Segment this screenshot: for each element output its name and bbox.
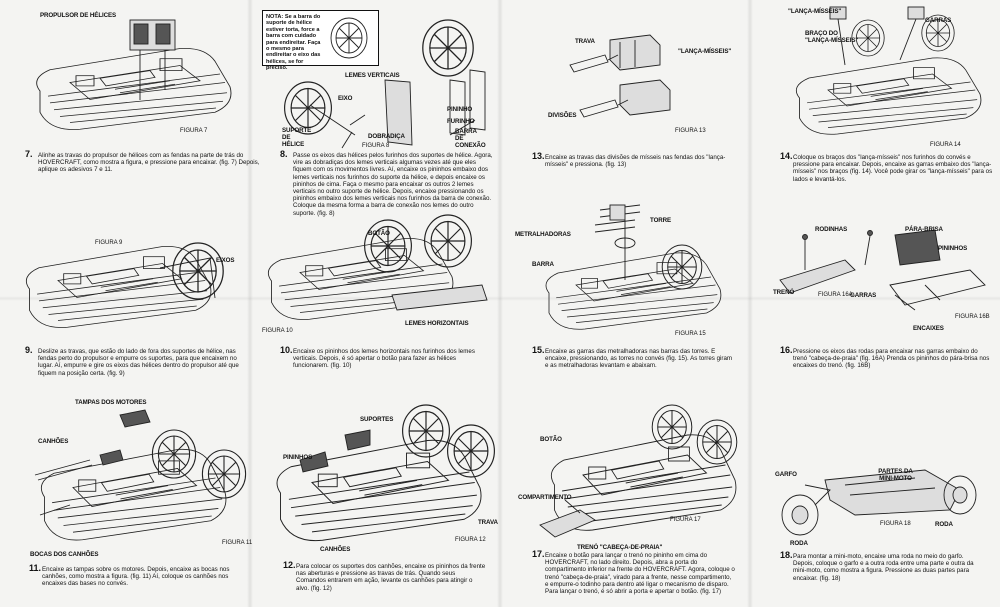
label: TRAVA (575, 38, 595, 45)
hovercraft-figure-15 (545, 204, 722, 330)
label: CANHÕES (320, 546, 351, 553)
label: BARRA DE CONEXÃO (455, 128, 486, 149)
figure-caption: FIGURA 17 (670, 517, 701, 523)
page-fold (247, 0, 253, 607)
step-text: 16.Pressione os eixos das rodas para enc… (780, 345, 990, 370)
label: TORRE (650, 217, 672, 224)
label: TRAVA (478, 519, 498, 526)
label: PARTES DA MINI-MOTO (878, 468, 913, 482)
label: BOCAS DOS CANHÕES (30, 551, 99, 558)
figure-caption: FIGURA 16A (818, 292, 853, 298)
figure-caption: FIGURA 16B (955, 314, 990, 320)
label: BOTÃO (540, 436, 562, 443)
step-text: 12.Para colocar os suportes dos canhões,… (283, 560, 486, 592)
step-text: 13.Encaixe as travas das divisões de mís… (532, 151, 726, 169)
label: EIXOS (216, 257, 235, 264)
label: TRENÓ (773, 289, 795, 296)
hovercraft-figure-11 (34, 409, 247, 541)
page-fold (497, 0, 503, 607)
hovercraft-figure-9 (25, 242, 224, 329)
label: DOBRADIÇA (368, 133, 405, 140)
label: SUPORTES (360, 416, 394, 423)
label: PININHO (447, 106, 473, 113)
label: LEMES HORIZONTAIS (405, 320, 469, 327)
step-text: 14.Coloque os braços dos "lança-mísseis"… (780, 151, 993, 183)
label: RODA (790, 540, 808, 547)
figure-caption: FIGURA 13 (675, 128, 706, 134)
step-text: 15.Encaixe as garras das metralhadoras n… (532, 345, 733, 370)
label: PININHOS (938, 245, 968, 252)
label: GARFO (775, 471, 797, 478)
figure-caption: FIGURA 14 (930, 142, 961, 148)
figure-caption: FIGURA 9 (95, 240, 123, 246)
label: PININHOS (283, 454, 313, 461)
label: GARRAS (925, 17, 952, 24)
figure-caption: FIGURA 11 (222, 540, 253, 546)
step-text: 11.Encaixe as tampas sobre os motores. D… (29, 563, 230, 588)
figure-caption: FIGURA 7 (180, 128, 208, 134)
label: METRALHADORAS (515, 231, 571, 238)
label: LEMES VERTICAIS (345, 72, 400, 79)
label: BRAÇO DO "LANÇA-MÍSSEIS" (805, 30, 859, 44)
page-fold (747, 0, 753, 607)
figure-caption: FIGURA 12 (455, 537, 486, 543)
label: ENCAIXES (913, 325, 944, 332)
step-text: 9.Deslize as travas, que estão do lado d… (25, 345, 239, 377)
label: RODA (935, 521, 953, 528)
step-text: 8.Passe os eixos das hélices pelos furin… (280, 149, 493, 217)
label: FURINHO (447, 118, 475, 125)
figure-caption: FIGURA 18 (880, 521, 911, 527)
label: CANHÕES (38, 438, 69, 445)
step-text: 7.Alinhe as travas do propulsor de hélic… (25, 149, 260, 174)
note-text: NOTA: Se a barra do suporte de hélice es… (266, 14, 321, 72)
label: PÁRA-BRISA (905, 226, 943, 233)
figure-caption: FIGURA 15 (675, 331, 706, 337)
label: GARRAS (850, 292, 877, 299)
hovercraft-figure-14 (795, 6, 982, 135)
figure-caption: FIGURA 8 (362, 143, 390, 149)
figure-caption: FIGURA 10 (262, 328, 293, 334)
label: "LANÇA-MÍSSEIS" (788, 8, 842, 15)
hovercraft-figure-17 (539, 404, 738, 538)
label: EIXO (338, 95, 353, 102)
hovercraft-figure-7 (36, 19, 232, 131)
hovercraft-figure-12 (276, 404, 496, 542)
hovercraft-figure-10 (267, 214, 488, 321)
propeller-assembly-figure (283, 19, 486, 149)
label: SUPORTE DE HÉLICE (282, 127, 312, 148)
step-text: 18.Para montar a mini-moto, encaixe uma … (780, 550, 974, 582)
step-text: 17.Encaixe o botão para lançar o trenó n… (532, 549, 735, 596)
label: PROPULSOR DE HÉLICES (40, 12, 117, 19)
missile-launcher-figure (569, 34, 671, 118)
step-text: 10.Encaixe os pininhos dos lemes horizon… (280, 345, 475, 370)
sled-figure-16 (779, 229, 986, 311)
label: TRENÓ "CABEÇA-DE-PRAIA" (577, 544, 663, 551)
note-box: NOTA: Se a barra do suporte de hélice es… (262, 10, 379, 71)
label: BOTÃO (368, 230, 390, 237)
mini-moto-figure (781, 469, 977, 536)
label: COMPARTIMENTO (518, 494, 572, 501)
label: BARRA (532, 261, 554, 268)
label: "LANÇA-MÍSSEIS" (678, 48, 732, 55)
label: TAMPAS DOS MOTORES (75, 399, 147, 406)
label: RODINHAS (815, 226, 848, 233)
page-fold (0, 296, 1000, 301)
label: DIVISÕES (548, 112, 577, 119)
